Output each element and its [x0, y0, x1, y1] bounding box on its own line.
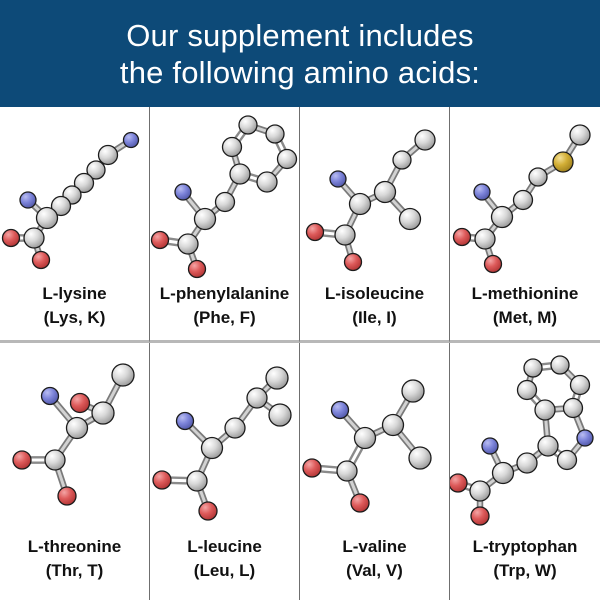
amino-acid-grid: L-lysine (Lys, K) L-phenylalanine (Phe, …	[0, 107, 600, 600]
molecule-threonine-diagram	[0, 343, 149, 531]
amino-acid-abbr: (Leu, L)	[193, 561, 256, 580]
amino-acid-cell-tryptophan: L-tryptophan (Trp, W)	[450, 343, 600, 600]
amino-acid-cell-valine: L-valine (Val, V)	[300, 343, 450, 600]
amino-acid-name: L-isoleucine	[324, 284, 425, 303]
molecule-lysine-diagram	[0, 107, 149, 280]
amino-acid-label: L-methionine (Met, M)	[472, 282, 579, 330]
amino-acid-abbr: (Lys, K)	[43, 308, 106, 327]
molecule-methionine-diagram	[450, 107, 600, 280]
molecule-valine-diagram	[300, 343, 449, 531]
molecule-leucine-diagram	[150, 343, 299, 531]
amino-acid-name: L-valine	[342, 537, 407, 556]
amino-acid-name: L-phenylalanine	[159, 284, 290, 303]
amino-acid-abbr: (Ile, I)	[352, 308, 397, 327]
header-title-line1: Our supplement includes	[126, 17, 474, 53]
amino-acid-name: L-methionine	[471, 284, 579, 303]
amino-acid-label: L-tryptophan (Trp, W)	[473, 535, 578, 583]
amino-acid-cell-methionine: L-methionine (Met, M)	[450, 107, 600, 343]
amino-acid-label: L-isoleucine (Ile, I)	[325, 282, 424, 330]
amino-acid-cell-threonine: L-threonine (Thr, T)	[0, 343, 150, 600]
header-banner: Our supplement includes the following am…	[0, 0, 600, 107]
amino-acid-abbr: (Trp, W)	[493, 561, 557, 580]
amino-acid-cell-phenylalanine: L-phenylalanine (Phe, F)	[150, 107, 300, 343]
amino-acid-label: L-phenylalanine (Phe, F)	[160, 282, 289, 330]
molecule-tryptophan-diagram	[450, 343, 600, 531]
molecule-phenylalanine-diagram	[150, 107, 299, 280]
header-title-line2: the following amino acids:	[119, 54, 481, 90]
amino-acid-name: L-lysine	[42, 284, 107, 303]
amino-acid-cell-lysine: L-lysine (Lys, K)	[0, 107, 150, 343]
amino-acid-abbr: (Thr, T)	[45, 561, 104, 580]
amino-acid-label: L-leucine (Leu, L)	[187, 535, 262, 583]
amino-acid-name: L-threonine	[27, 537, 122, 556]
amino-acid-abbr: (Val, V)	[346, 561, 403, 580]
amino-acid-abbr: (Phe, F)	[193, 308, 256, 327]
amino-acid-abbr: (Met, M)	[492, 308, 558, 327]
molecule-isoleucine-diagram	[300, 107, 449, 280]
amino-acid-label: L-threonine (Thr, T)	[28, 535, 122, 583]
amino-acid-cell-isoleucine: L-isoleucine (Ile, I)	[300, 107, 450, 343]
amino-acid-label: L-lysine (Lys, K)	[42, 282, 106, 330]
amino-acid-name: L-tryptophan	[472, 537, 578, 556]
amino-acid-label: L-valine (Val, V)	[342, 535, 406, 583]
amino-acid-cell-leucine: L-leucine (Leu, L)	[150, 343, 300, 600]
amino-acid-name: L-leucine	[187, 537, 262, 556]
